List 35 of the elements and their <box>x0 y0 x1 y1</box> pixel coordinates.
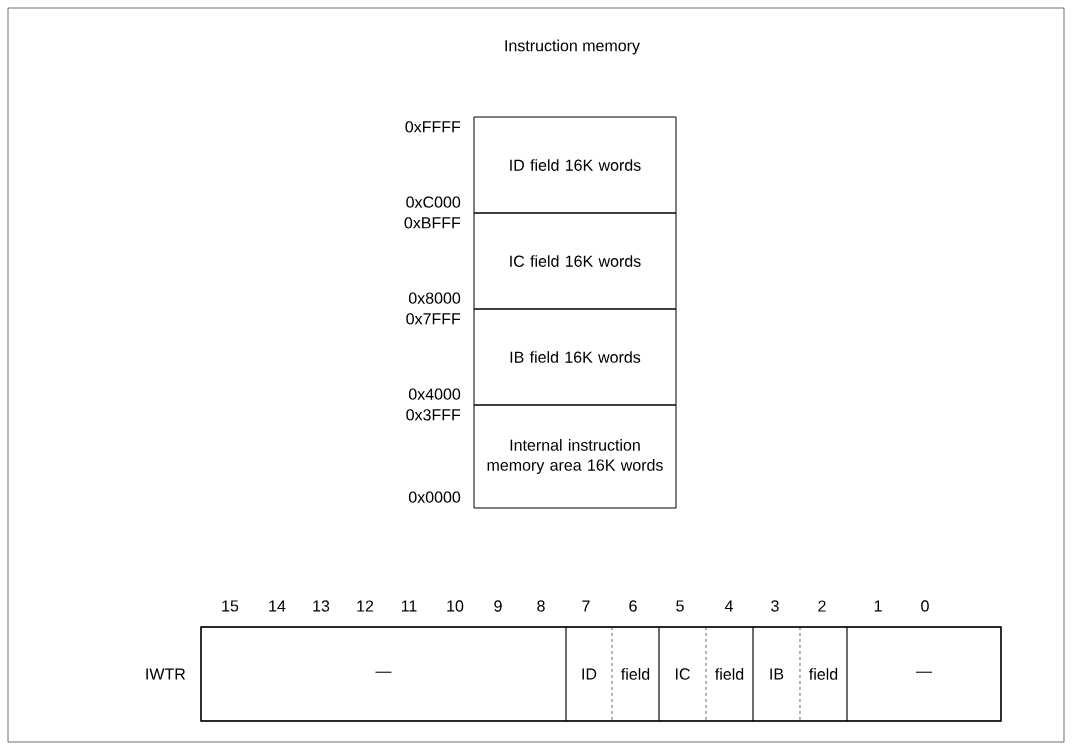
register-name: IWTR <box>146 668 186 680</box>
bit-number: 9 <box>494 600 502 612</box>
bit-number: 6 <box>629 600 637 612</box>
bit-number: 3 <box>771 600 779 612</box>
bit-number: 10 <box>447 600 464 612</box>
bit-number: 13 <box>313 600 330 612</box>
bit-number: 11 <box>401 600 417 612</box>
memory-region-box: Internal instruction memory area 16K words <box>473 404 677 509</box>
bit-number: 2 <box>818 600 826 612</box>
address-label: 0x7FFF <box>406 313 461 325</box>
memory-region-box: IC field 16K words <box>473 212 677 310</box>
address-label: 0xBFFF <box>404 217 461 229</box>
address-label: 0xFFFF <box>405 121 461 133</box>
bit-number: 8 <box>537 600 545 612</box>
bit-number: 7 <box>582 600 590 612</box>
register-bit-cell: — <box>846 626 1002 722</box>
memory-region-box: ID field 16K words <box>473 116 677 214</box>
address-label: 0x4000 <box>408 388 461 400</box>
address-label: 0x0000 <box>408 491 461 503</box>
bit-number: 4 <box>724 600 733 612</box>
bit-number: 14 <box>269 600 286 612</box>
address-label: 0x8000 <box>408 292 461 304</box>
address-label: 0x3FFF <box>406 409 461 421</box>
bit-number: 15 <box>222 600 239 612</box>
bit-number: 0 <box>921 600 929 612</box>
register-bit-cell: IC field <box>658 626 754 722</box>
register-bit-cell: ID field <box>565 626 660 722</box>
memory-region-box: IB field 16K words <box>473 308 677 406</box>
address-label: 0xC000 <box>406 196 461 208</box>
bit-number: 5 <box>676 600 684 612</box>
title: Instruction memory <box>505 39 640 55</box>
bit-number: 1 <box>874 600 882 612</box>
bit-number: 12 <box>357 600 374 612</box>
register-bit-cell: IB field <box>752 626 848 722</box>
node-label: — <box>375 671 392 673</box>
